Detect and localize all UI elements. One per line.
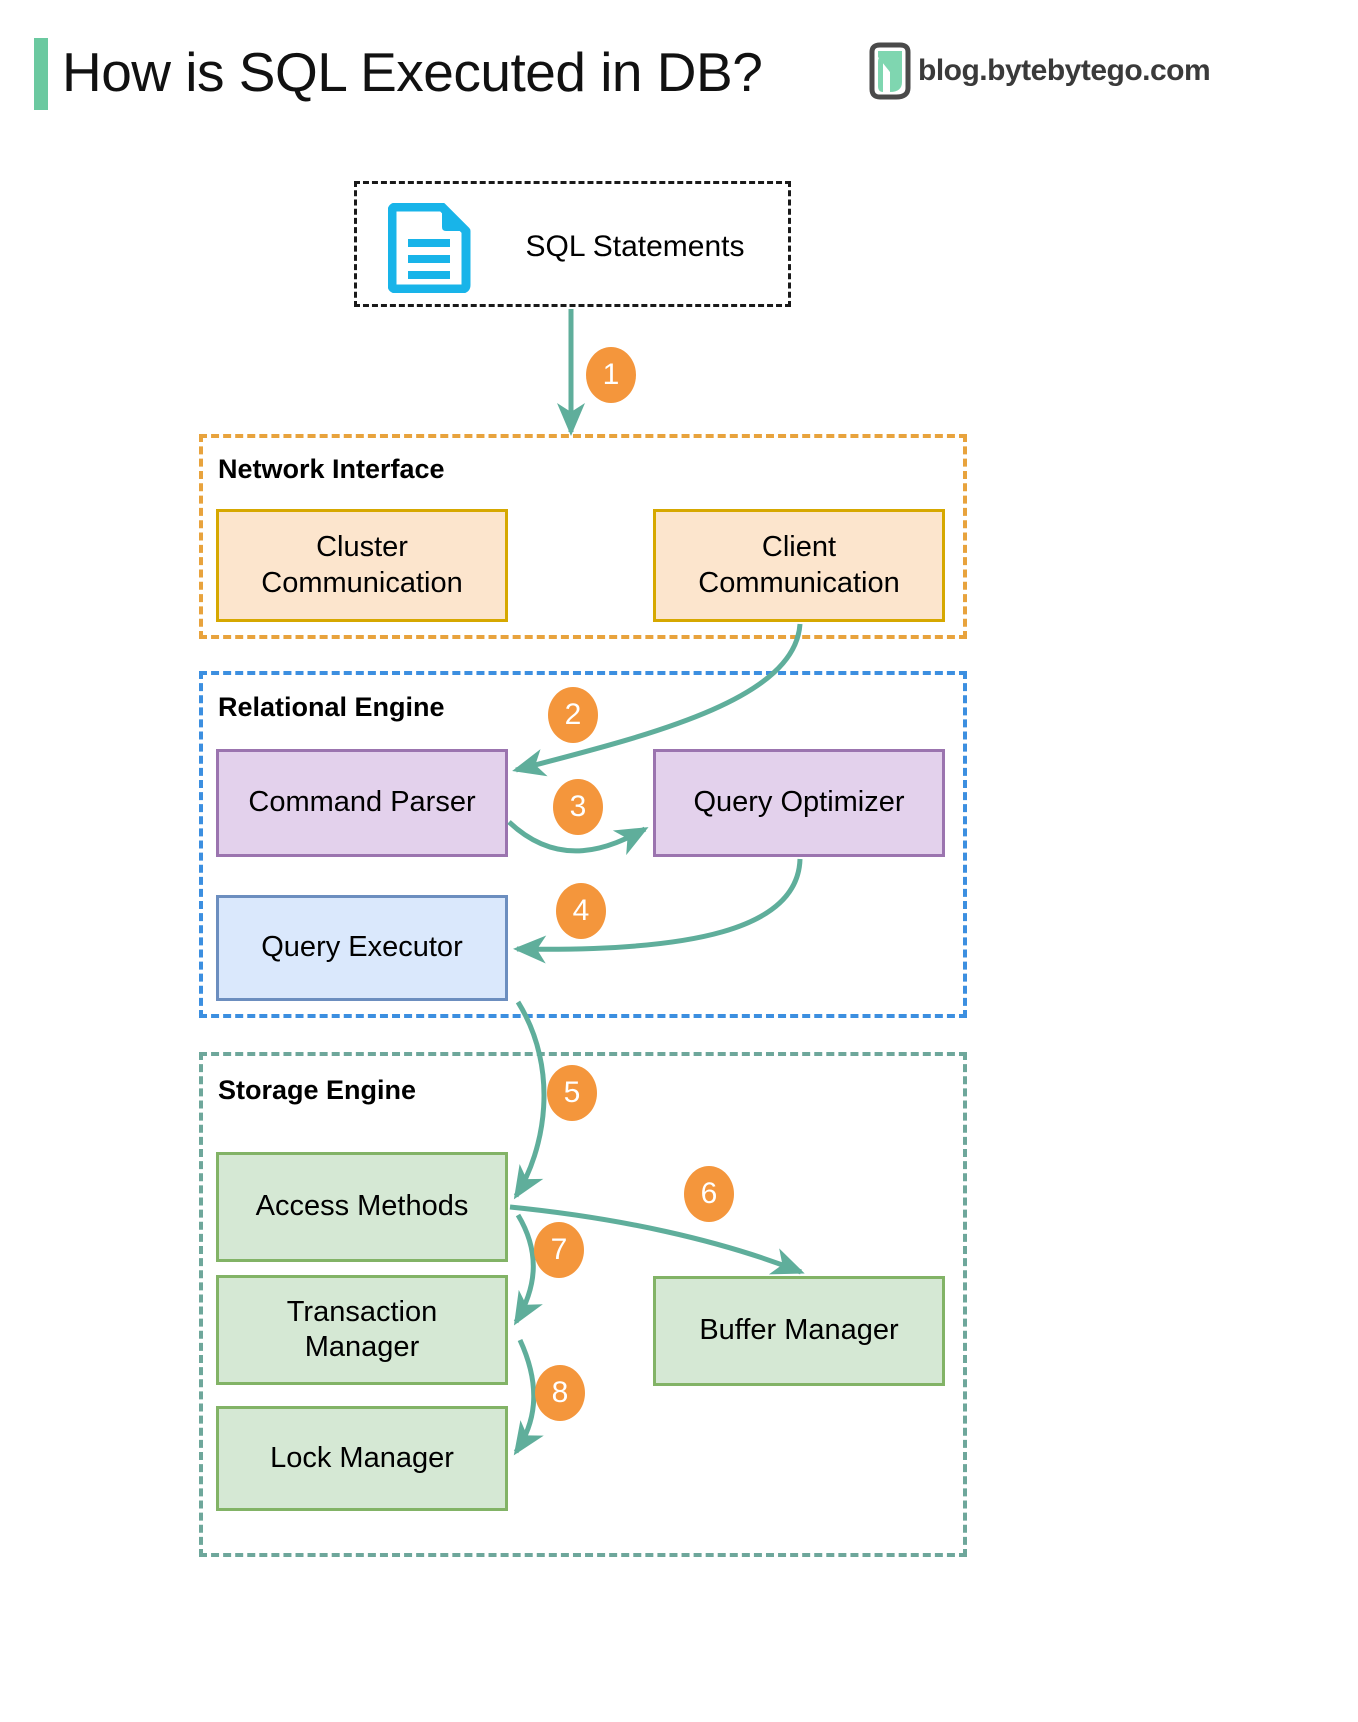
cluster-communication-line1: Cluster xyxy=(316,531,408,564)
brand: blog.bytebytego.com xyxy=(868,40,1211,102)
sql-statements-box xyxy=(354,181,791,307)
node-query-executor[interactable]: Query Executor xyxy=(216,895,508,1001)
client-communication-line2: Communication xyxy=(698,566,900,599)
transaction-manager-line2: Manager xyxy=(304,1331,420,1363)
cluster-communication-line2: Communication xyxy=(261,566,463,599)
step-badge-6: 6 xyxy=(684,1166,734,1222)
node-cluster-communication[interactable]: Cluster Communication xyxy=(216,509,508,622)
node-command-parser[interactable]: Command Parser xyxy=(216,749,508,857)
step-badge-4: 4 xyxy=(556,883,606,939)
step-badge-7: 7 xyxy=(534,1222,584,1278)
client-communication-line1: Client xyxy=(761,531,837,564)
step-badge-1: 1 xyxy=(586,347,636,403)
brand-text: blog.bytebytego.com xyxy=(918,54,1211,87)
step-badge-5: 5 xyxy=(547,1065,597,1121)
node-buffer-manager[interactable]: Buffer Manager xyxy=(653,1276,945,1386)
group-storage-engine-title: Storage Engine xyxy=(218,1075,417,1105)
step-badge-8: 8 xyxy=(535,1365,585,1421)
step-badge-2: 2 xyxy=(548,687,598,743)
node-client-communication[interactable]: Client Communication xyxy=(653,509,945,622)
command-parser-label: Command Parser xyxy=(248,786,476,819)
group-network-interface-title: Network Interface xyxy=(218,454,445,484)
buffer-manager-label: Buffer Manager xyxy=(699,1314,899,1347)
sql-statements-label: SQL Statements xyxy=(525,230,745,263)
step-badge-3: 3 xyxy=(553,779,603,835)
node-access-methods[interactable]: Access Methods xyxy=(216,1152,508,1262)
page-header: How is SQL Executed in DB? blog.bytebyte… xyxy=(0,0,1358,140)
lock-manager-label: Lock Manager xyxy=(270,1441,454,1474)
document-icon xyxy=(387,202,474,294)
query-optimizer-label: Query Optimizer xyxy=(693,786,905,819)
access-methods-label: Access Methods xyxy=(255,1190,469,1223)
group-relational-engine-title: Relational Engine xyxy=(218,692,445,722)
node-lock-manager[interactable]: Lock Manager xyxy=(216,1406,508,1511)
transaction-manager-line1: Transaction xyxy=(286,1295,438,1328)
page-title: How is SQL Executed in DB? xyxy=(62,41,763,103)
bytebytego-logo-icon xyxy=(868,42,912,100)
title-accent-bar xyxy=(34,38,48,110)
node-query-optimizer[interactable]: Query Optimizer xyxy=(653,749,945,857)
group-storage-engine xyxy=(199,1052,967,1557)
query-executor-label: Query Executor xyxy=(261,931,463,964)
node-transaction-manager[interactable]: Transaction Manager xyxy=(216,1275,508,1385)
